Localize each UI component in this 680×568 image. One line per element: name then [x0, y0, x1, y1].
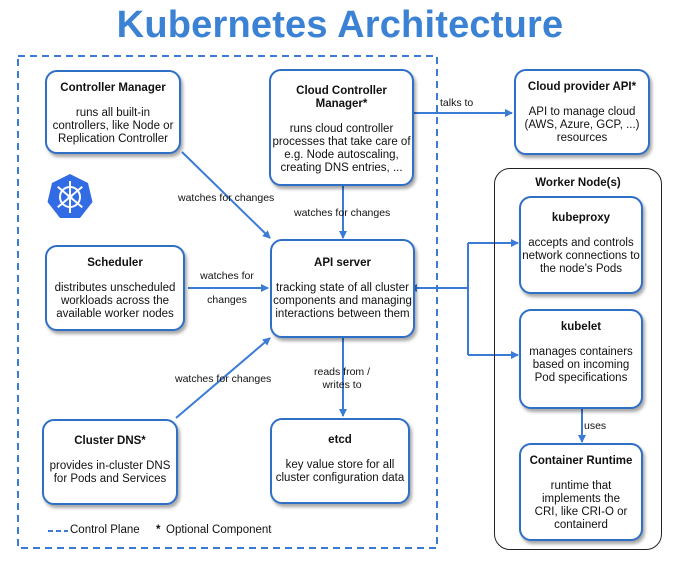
- etcd-box: etcd key value store for all cluster con…: [270, 418, 410, 504]
- api-server-desc: tracking state of all cluster components…: [273, 282, 412, 320]
- cloud-controller-manager-title: Cloud Controller Manager*: [296, 85, 387, 110]
- container-runtime-box: Container Runtime runtime that implement…: [519, 443, 643, 541]
- diagram-title: Kubernetes Architecture: [116, 4, 564, 46]
- controller-manager-title: Controller Manager: [60, 82, 166, 94]
- etcd-title: etcd: [328, 434, 352, 446]
- scheduler-desc: distributes unscheduled workloads across…: [54, 282, 176, 320]
- legend-control-plane: Control Plane: [70, 524, 140, 536]
- worker-node-group-title: Worker Node(s): [535, 177, 621, 189]
- cluster-dns-title: Cluster DNS*: [74, 435, 146, 447]
- controller-manager-desc: runs all built-in controllers, like Node…: [52, 107, 174, 145]
- kubeproxy-desc: accepts and controls network connections…: [522, 237, 640, 275]
- kubelet-box: kubelet manages containers based on inco…: [519, 309, 643, 409]
- edge-label-writes-to: writes to: [322, 379, 362, 391]
- kubeproxy-box: kubeproxy accepts and controls network c…: [519, 196, 643, 294]
- cloud-provider-api-box: Cloud provider API* API to manage cloud …: [514, 69, 650, 155]
- etcd-desc: key value store for all cluster configur…: [275, 459, 405, 484]
- control-plane-boundary: [17, 55, 438, 549]
- api-server-title: API server: [314, 257, 371, 269]
- kubelet-title: kubelet: [560, 321, 602, 333]
- edge-label-ccm-watches: watches for changes: [294, 207, 391, 219]
- cloud-provider-api-desc: API to manage cloud (AWS, Azure, GCP, ..…: [524, 106, 640, 144]
- edge-label-uses: uses: [584, 420, 607, 432]
- kubelet-desc: manages containers based on incoming Pod…: [529, 346, 633, 384]
- edge-controller-manager-api: [181, 151, 271, 239]
- cluster-dns-box: Cluster DNS* provides in-cluster DNS for…: [42, 419, 178, 505]
- container-runtime-title: Container Runtime: [529, 455, 633, 467]
- api-server-box: API server tracking state of all cluster…: [270, 239, 415, 338]
- edge-label-talks-to: talks to: [440, 97, 474, 109]
- worker-node-group: [494, 168, 662, 550]
- kubernetes-logo-icon: [47, 174, 93, 218]
- cloud-controller-manager-box: Cloud Controller Manager* runs cloud con…: [269, 69, 414, 186]
- edge-label-scheduler-watches-2: changes: [207, 294, 247, 306]
- edge-dns-api: [175, 337, 271, 419]
- legend-optional-marker: *: [156, 524, 161, 536]
- controller-manager-box: Controller Manager runs all built-in con…: [45, 70, 181, 154]
- container-runtime-desc: runtime that implements the CRI, like CR…: [534, 480, 628, 531]
- cloud-controller-manager-desc: runs cloud controller processes that tak…: [272, 123, 411, 174]
- cloud-provider-api-title: Cloud provider API*: [527, 81, 637, 93]
- scheduler-box: Scheduler distributes unscheduled worklo…: [45, 245, 185, 331]
- scheduler-title: Scheduler: [87, 257, 143, 269]
- edge-label-reads-from: reads from /: [313, 366, 371, 378]
- edge-label-dns-watches: watches for changes: [175, 373, 272, 385]
- edge-label-scheduler-watches-1: watches for: [200, 270, 254, 282]
- edge-label-cm-watches: watches for changes: [178, 192, 275, 204]
- cluster-dns-desc: provides in-cluster DNS for Pods and Ser…: [49, 460, 171, 485]
- legend-optional-component: Optional Component: [166, 524, 272, 536]
- kubeproxy-title: kubeproxy: [551, 212, 611, 224]
